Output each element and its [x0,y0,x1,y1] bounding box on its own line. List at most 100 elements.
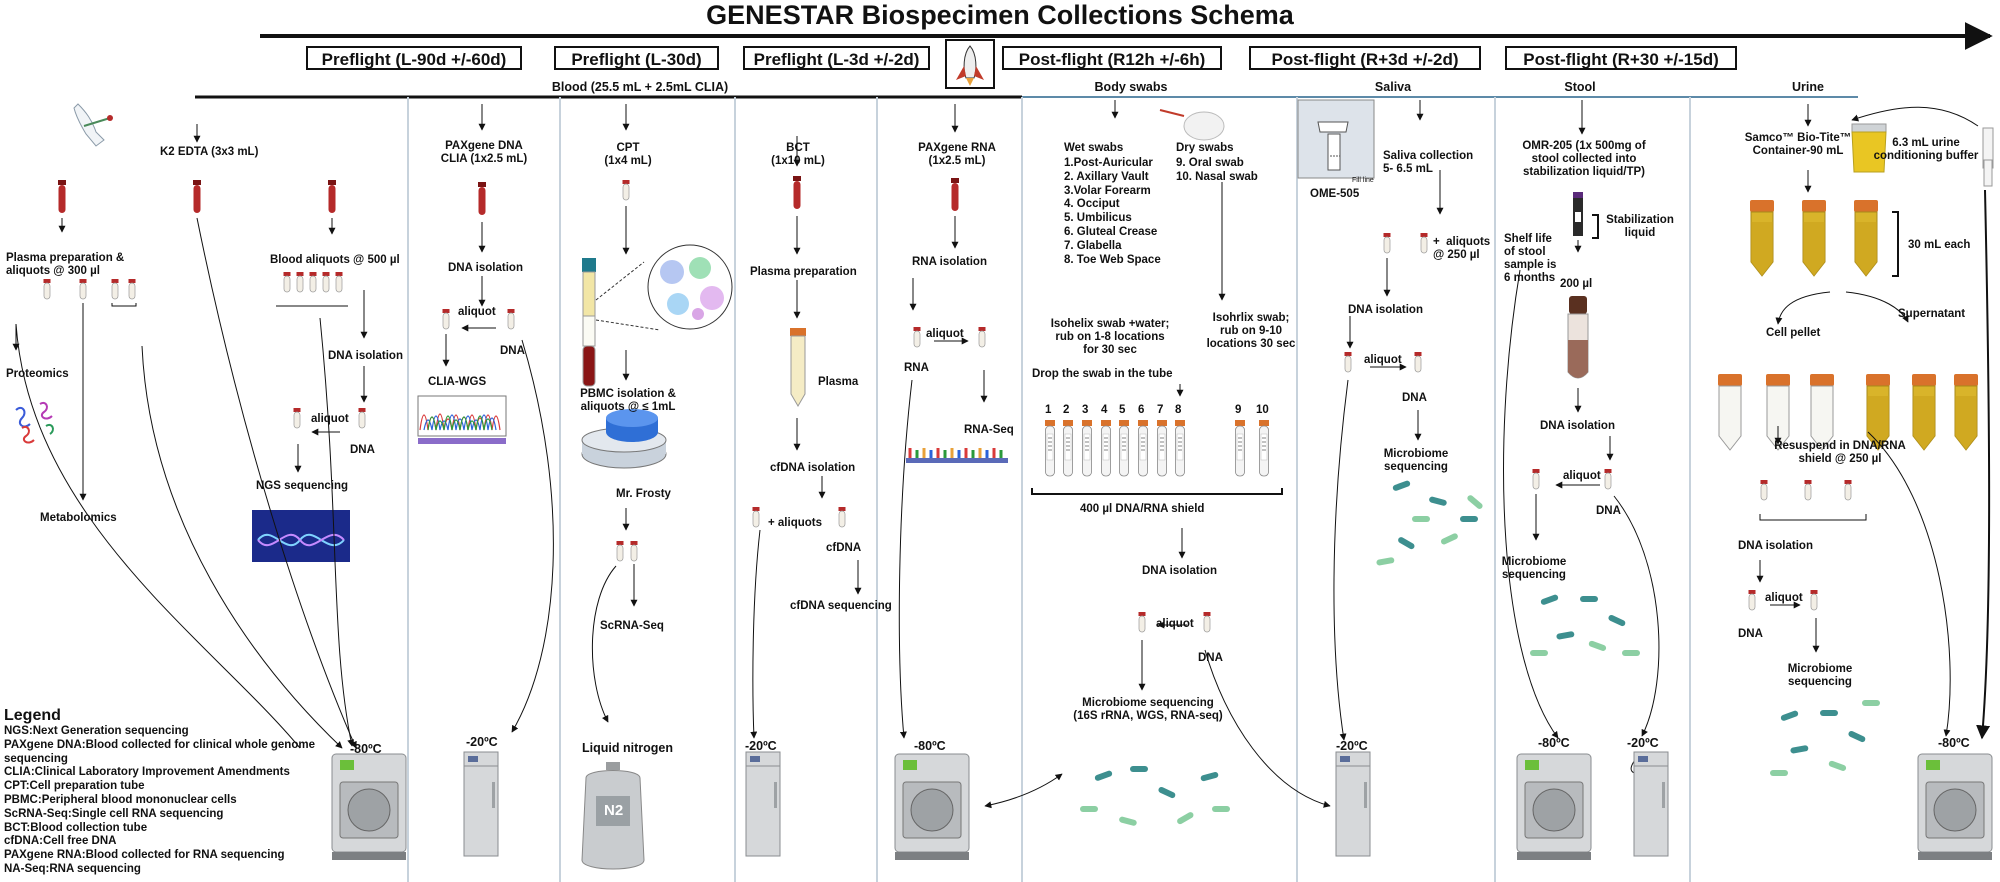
buffer-label: 6.3 mL urine conditioning buffer [1873,137,1979,162]
freezer-minus20-icon [463,751,499,857]
supernatant-tube [1953,373,1979,451]
rna-seq-label: RNA-Seq [964,424,1014,436]
dna-tube [1604,468,1612,490]
dna-tube [358,407,366,429]
n2-label: N2 [604,802,624,819]
rna-tube [978,326,986,348]
blood-aliquots-label: Blood aliquots @ 500 µl [270,254,400,266]
cell-pellet-label: Cell pellet [1766,327,1821,339]
k2edta-tube-icon [193,180,201,213]
proteins-icon [15,402,54,444]
plasma-prep-label: Plasma preparation & aliquots @ 300 µl [6,252,125,277]
dna-tube [1203,611,1211,633]
dna-helix-image [252,510,350,562]
cells-zoom-icon [595,244,733,331]
clia-wgs-label: CLIA-WGS [428,376,487,388]
ngs-label: NGS sequencing [256,480,349,492]
tube-number: 8 [1175,404,1182,416]
hand-draw-icon [73,103,113,147]
k2edta-tube-icon [58,180,66,213]
legend-item: PBMC:Peripheral blood mononuclear cells [4,793,237,806]
mr-frosty-icon [581,409,667,469]
isohelix-wet-label: Isohelix swab +water; rub on 1-8 locatio… [1050,318,1170,356]
phase-postflight-r3d: Post-flight (R+3d +/-2d) [1249,46,1481,70]
tube-number: 4 [1101,404,1108,416]
dna-isolation-label: DNA isolation [1348,304,1423,316]
rna-label: RNA [904,362,929,374]
shield-label: 400 µl DNA/RNA shield [1080,503,1205,515]
urine-falcon-tube [1801,199,1827,277]
aliquot-label: aliquot [1364,354,1402,366]
section-saliva: Saliva [1374,80,1412,94]
aliquot-label: aliquot [1765,592,1803,604]
phase-preflight-l3: Preflight (L-3d +/-2d) [743,46,930,70]
urine-container-label: Samco™ Bio-Tite™ Container-90 mL [1744,132,1852,157]
section-stool: Stool [1564,80,1596,94]
paxgene-dna-tube-icon [478,182,486,215]
temp-label: -20ºC [745,739,777,753]
aliquot-label: aliquot [1156,618,1194,630]
microbiome-seq-label: Microbiome sequencing [1383,448,1449,473]
swab-icon [1159,109,1225,141]
freezer-minus20-icon [1633,751,1669,857]
urine-container-icon [1851,123,1887,173]
dna-isolation-label: DNA isolation [1540,420,1615,432]
each-volume-label: 30 mL each [1908,239,1971,251]
bacteria-cluster-icon [1530,593,1640,656]
chromatogram-image [417,395,507,444]
section-body-swabs: Body swabs [1094,80,1168,94]
freezer-minus80-icon [1917,753,1993,861]
freezer-minus20-icon [745,751,781,857]
cpt-separation-tube [582,258,596,387]
dna-aliquot-tube [1810,589,1818,611]
temp-label: -80ºC [1538,736,1570,750]
temp-label: -20ºC [1627,736,1659,750]
paxgene-dna-label: PAXgene DNA CLIA (1x2.5 mL) [440,140,528,165]
resuspended-tube [1844,479,1852,501]
rocket-icon [945,39,995,89]
aliquot-label: aliquot [1563,470,1601,482]
dna-aliquot-tube [442,308,450,330]
rna-sequence-image [906,448,1008,463]
dna-tube [1748,589,1756,611]
dna-isolation-label: DNA isolation [328,350,403,362]
dna-label: DNA [1738,628,1763,640]
microbiome-seq-label: Microbiome sequencing (16S rRNA, WGS, RN… [1073,697,1223,722]
dna-aliquot-tube [1138,611,1146,633]
aliquot-label: aliquot [458,306,496,318]
dna-isolation-label: DNA isolation [1142,565,1217,577]
resuspended-tube [1760,479,1768,501]
plasma-aliquot-tube [43,278,51,300]
phase-preflight-l30: Preflight (L-30d) [554,46,719,70]
cell-pellet-tube [1717,373,1743,451]
pbmc-aliquot-tube [616,540,624,562]
legend-item: BCT:Blood collection tube [4,821,148,834]
dna-label: DNA [1402,392,1427,404]
temp-label: -20ºC [1336,739,1368,753]
stool-aliquot-tube [1567,296,1589,379]
tube-number: 5 [1119,404,1126,416]
fill-line-label: Fill line [1352,177,1374,184]
stabilization-label: Stabilization liquid [1606,214,1674,239]
rna-aliquot-tube [913,326,921,348]
section-blood: Blood (25.5 mL + 2.5mL CLIA) [551,80,729,94]
isohelix-dry-label: Isohrlix swab; rub on 9-10 locations 30 … [1206,312,1296,350]
metabolomics-label: Metabolomics [40,512,117,524]
dna-label: DNA [1596,505,1621,517]
supernatant-tube [1911,373,1937,451]
supernatant-label: Supernatant [1898,308,1966,320]
dna-tube [1414,351,1422,373]
tube-number: 9 [1235,404,1242,416]
freezer-minus80-icon [1516,753,1592,861]
bacteria-cluster-icon [1376,479,1484,566]
dna-label: DNA [1198,652,1223,664]
dna-isolation-label: DNA isolation [1738,540,1813,552]
legend-item: CLIA:Clinical Laboratory Improvement Ame… [4,766,290,779]
supernatant-tube [1865,373,1891,451]
proteomics-label: Proteomics [6,368,69,380]
scrna-seq-label: ScRNA-Seq [600,620,664,632]
dna-aliquot-tube [1532,468,1540,490]
legend-item: CPT:Cell preparation tube [4,780,145,793]
legend-item: PAXgene RNA:Blood collected for RNA sequ… [4,849,285,862]
